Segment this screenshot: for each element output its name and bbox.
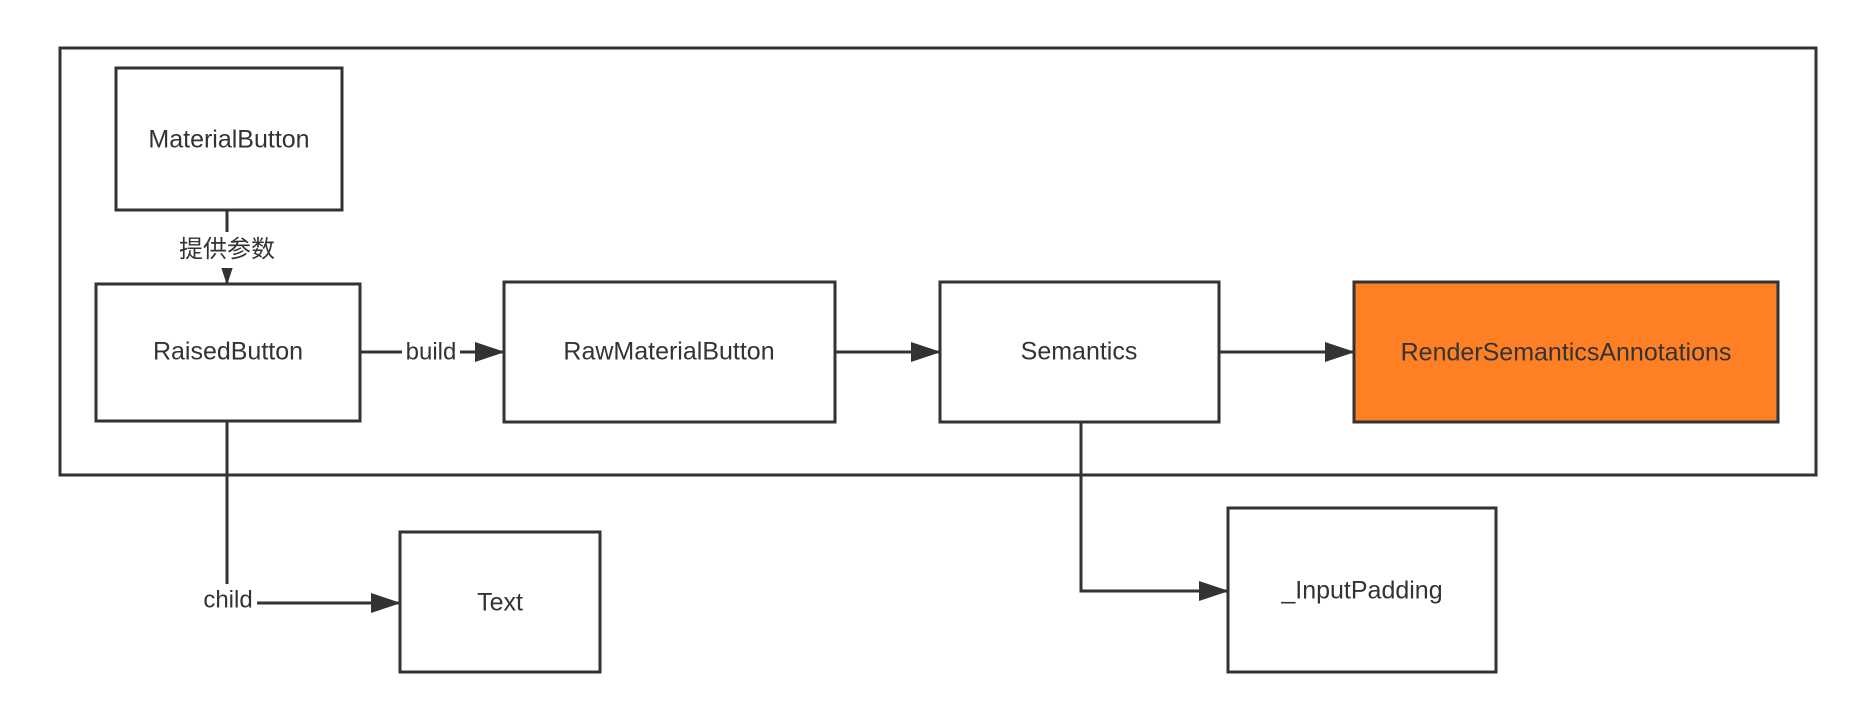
node-inputpadding: _InputPadding: [1226, 506, 1498, 674]
node-box: [94, 282, 362, 423]
node-rawmaterialbutton: RawMaterialButton: [502, 280, 837, 424]
node-label: _InputPadding: [1280, 577, 1442, 605]
node-semantics: Semantics: [938, 280, 1221, 424]
node-label: RaisedButton: [153, 338, 303, 366]
node-label: MaterialButton: [148, 126, 309, 154]
edge-label-bg: [197, 584, 257, 618]
edge-label-provide-params: 提供参数: [179, 235, 275, 263]
edge-label-bg: [170, 232, 284, 268]
node-rendersemanticsannotations: RenderSemanticsAnnotations: [1352, 280, 1780, 424]
edge-label-bg: [402, 336, 460, 368]
node-box-highlighted: [1352, 280, 1780, 424]
node-raisedbutton: RaisedButton: [94, 282, 362, 423]
node-label: Text: [477, 589, 523, 617]
node-label: RawMaterialButton: [563, 338, 774, 366]
node-box: [114, 66, 344, 212]
container-frame: [58, 46, 1818, 477]
node-text: Text: [398, 530, 602, 674]
edge-label-build: build: [406, 338, 457, 365]
edge-label-child: child: [203, 586, 252, 613]
node-box: [502, 280, 837, 424]
node-box: [398, 530, 602, 674]
edge-semantics-to-inputpadding: [1079, 423, 1229, 601]
node-label: RenderSemanticsAnnotations: [1401, 339, 1732, 367]
node-materialbutton: MaterialButton: [114, 66, 344, 212]
edge-raisedbutton-to-text: [225, 421, 401, 613]
node-box: [938, 280, 1221, 424]
node-box: [1226, 506, 1498, 674]
node-label: Semantics: [1021, 338, 1138, 366]
